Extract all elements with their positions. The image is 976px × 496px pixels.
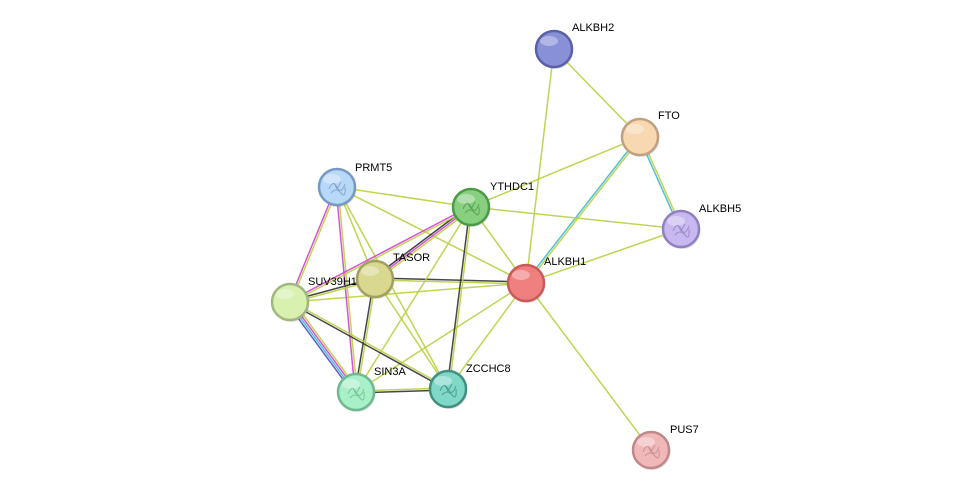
edge-prmt5-ythdc1: [336, 186, 472, 208]
edge-evidence-textmining: [470, 136, 641, 208]
edge-evidence-experimental: [288, 186, 337, 302]
edge-evidence-textmining: [355, 206, 472, 393]
node-circle[interactable]: [355, 259, 395, 299]
edge-evidence-textmining: [374, 279, 526, 285]
edge-alkbh1-zcchc8: [447, 282, 527, 390]
edge-alkbh5-ythdc1: [470, 206, 682, 230]
node-label: PRMT5: [355, 162, 392, 174]
edge-suv39h1-zcchc8: [289, 300, 449, 391]
edge-alkbh1-suv39h1: [289, 282, 527, 303]
node-label: ALKBH1: [544, 256, 586, 268]
node-alkbh5[interactable]: ALKBH5: [661, 203, 741, 249]
edge-evidence-experimental: [335, 187, 356, 393]
node-label: ALKBH5: [699, 203, 741, 215]
edge-evidence-textmining: [337, 186, 358, 392]
protein-structure-icon: [642, 444, 660, 459]
edge-alkbh1-pus7: [525, 282, 652, 451]
edge-evidence-textmining: [290, 300, 449, 389]
node-label: YTHDC1: [490, 181, 534, 193]
node-highlight: [323, 174, 341, 184]
node-circle[interactable]: [534, 29, 574, 69]
node-ythdc1[interactable]: YTHDC1: [451, 181, 534, 227]
edge-evidence-textmining: [336, 186, 472, 208]
edge-evidence-database: [524, 135, 640, 283]
edge-alkbh2-fto: [553, 48, 641, 138]
edge-evidence-textmining: [290, 187, 339, 303]
edge-evidence-textmining: [525, 282, 652, 451]
node-zcchc8[interactable]: ZCCHC8: [428, 363, 511, 409]
node-label: ALKBH2: [572, 22, 614, 34]
edge-evidence-coexpression: [289, 302, 448, 391]
node-highlight: [667, 216, 685, 226]
edge-fto-ythdc1: [470, 136, 641, 208]
edge-evidence-textmining: [355, 282, 527, 393]
node-label: TASOR: [393, 252, 430, 264]
node-highlight: [361, 266, 379, 276]
edge-ythdc1-zcchc8: [446, 206, 473, 390]
protein-structure-icon: [328, 181, 346, 196]
node-circle[interactable]: [620, 117, 660, 157]
node-fto[interactable]: FTO: [620, 110, 680, 157]
node-highlight: [434, 376, 452, 386]
node-highlight: [626, 124, 644, 134]
protein-structure-icon: [672, 223, 690, 238]
edge-prmt5-suv39h1: [288, 186, 339, 303]
edge-alkbh2-alkbh1: [525, 48, 555, 284]
node-pus7[interactable]: PUS7: [631, 424, 699, 470]
node-label: PUS7: [670, 424, 699, 436]
node-alkbh1[interactable]: ALKBH1: [506, 256, 586, 303]
node-highlight: [457, 194, 475, 204]
edge-evidence-textmining: [289, 282, 527, 303]
edge-evidence-textmining: [525, 228, 682, 284]
node-label: ZCCHC8: [466, 363, 511, 375]
node-circle[interactable]: [506, 263, 546, 303]
node-tasor[interactable]: TASOR: [355, 252, 430, 299]
node-label: FTO: [658, 110, 680, 122]
edge-evidence-experimental: [374, 206, 472, 280]
node-alkbh2[interactable]: ALKBH2: [534, 22, 614, 69]
node-sin3a[interactable]: SIN3A: [336, 366, 406, 412]
edge-prmt5-sin3a: [335, 186, 358, 393]
edge-evidence-textmining: [447, 282, 527, 390]
protein-structure-icon: [462, 201, 480, 216]
edge-tasor-zcchc8: [374, 278, 449, 390]
edge-evidence-textmining: [374, 278, 449, 390]
edge-ythdc1-sin3a: [355, 206, 472, 393]
edge-evidence-coexpression: [446, 206, 471, 389]
node-highlight: [276, 289, 294, 299]
edge-evidence-textmining: [470, 206, 682, 230]
edge-evidence-textmining: [553, 48, 641, 138]
edge-evidence-coexpression: [375, 277, 527, 283]
edge-ythdc1-suv39h1: [289, 205, 472, 304]
edge-alkbh1-sin3a: [355, 282, 527, 393]
node-label: SUV39H1: [308, 276, 357, 288]
edge-alkbh5-alkbh1: [525, 228, 682, 284]
node-highlight: [342, 379, 360, 389]
edge-fto-alkbh1: [524, 135, 642, 285]
protein-structure-icon: [439, 383, 457, 398]
edge-evidence-experimental: [289, 205, 471, 302]
edge-evidence-textmining: [336, 186, 449, 390]
edge-alkbh1-tasor: [374, 277, 527, 285]
edge-prmt5-zcchc8: [336, 186, 449, 390]
node-prmt5[interactable]: PRMT5: [317, 162, 392, 207]
node-circle[interactable]: [270, 282, 310, 322]
node-label: SIN3A: [374, 366, 406, 378]
node-highlight: [637, 437, 655, 447]
edge-evidence-textmining: [448, 207, 473, 390]
edge-evidence-textmining: [375, 208, 473, 282]
edge-evidence-textmining: [525, 48, 555, 284]
node-suv39h1[interactable]: SUV39H1: [270, 276, 357, 322]
protein-structure-icon: [347, 386, 365, 401]
edge-evidence-textmining: [526, 137, 642, 285]
node-highlight: [512, 270, 530, 280]
edge-evidence-textmining: [290, 207, 472, 304]
node-highlight: [540, 36, 558, 46]
